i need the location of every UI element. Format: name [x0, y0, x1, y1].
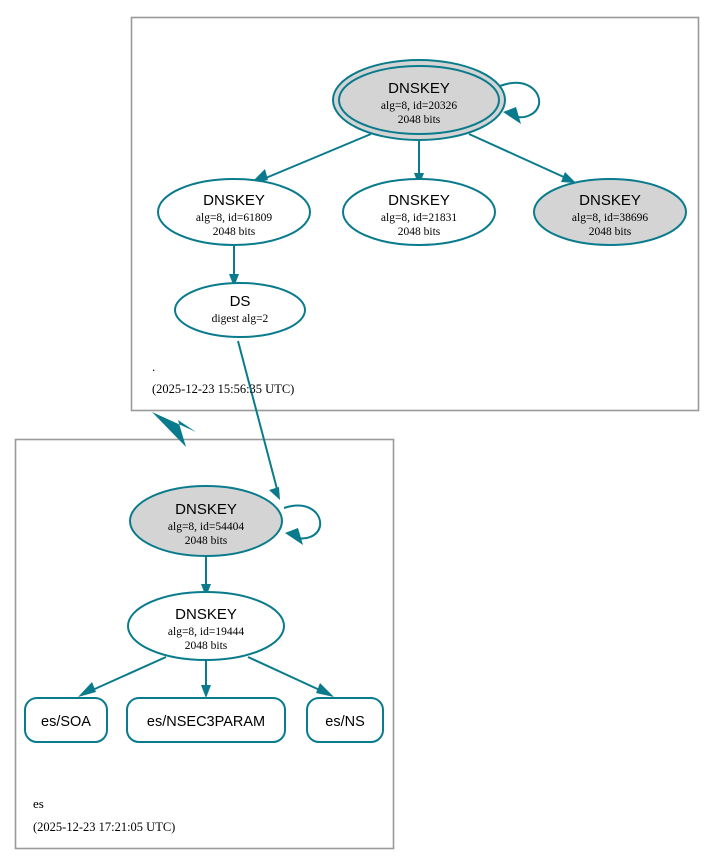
- node-dnskey-38696-bits: 2048 bits: [589, 226, 632, 238]
- edge-ds-to-es-ksk: [237, 340, 280, 500]
- node-root-dnskey-38696[interactable]: DNSKEY alg=8, id=38696 2048 bits: [533, 178, 687, 246]
- node-ds-title: DS: [230, 293, 251, 310]
- node-es-zsk-bits: 2048 bits: [185, 640, 228, 652]
- zone-label-root-timestamp: (2025-12-23 15:56:35 UTC): [152, 382, 294, 396]
- node-dnskey-61809-bits: 2048 bits: [213, 226, 256, 238]
- edge-ksk-to-zsk-38696: [468, 133, 576, 183]
- node-es-ns-label: es/NS: [325, 714, 365, 730]
- node-dnskey-38696-alg: alg=8, id=38696: [572, 212, 648, 224]
- edge-ksk-to-zsk-61809: [250, 133, 372, 184]
- node-es-nsec3param-label: es/NSEC3PARAM: [147, 714, 265, 730]
- node-es-ksk-dnskey-54404[interactable]: DNSKEY alg=8, id=54404 2048 bits: [129, 485, 283, 557]
- node-es-zsk-title: DNSKEY: [175, 606, 237, 623]
- edge-es-zsk-to-nsec3param: [201, 659, 211, 698]
- node-es-ksk-bits: 2048 bits: [185, 535, 228, 547]
- edge-root-ksk-self-loop: [499, 81, 541, 124]
- node-ds-digest: digest alg=2: [212, 313, 269, 325]
- node-es-dnskey-19444[interactable]: DNSKEY alg=8, id=19444 2048 bits: [127, 591, 285, 661]
- edge-zone-delegation-root-to-es: [152, 412, 196, 447]
- zone-label-es-timestamp: (2025-12-23 17:21:05 UTC): [33, 820, 175, 834]
- zone-box-es: [14, 438, 395, 850]
- edge-zsk-61809-to-ds: [229, 243, 239, 287]
- edge-es-zsk-to-soa: [78, 656, 167, 697]
- node-es-zsk-alg: alg=8, id=19444: [168, 626, 244, 638]
- node-root-ksk-title: DNSKEY: [388, 80, 450, 97]
- node-root-ds[interactable]: DS digest alg=2: [174, 282, 306, 338]
- edge-es-ksk-to-es-zsk: [201, 556, 211, 597]
- node-es-soa[interactable]: es/SOA: [24, 697, 108, 743]
- node-dnskey-21831-alg: alg=8, id=21831: [381, 212, 457, 224]
- zone-box-root: [130, 16, 700, 412]
- node-es-nsec3param[interactable]: es/NSEC3PARAM: [126, 697, 286, 743]
- node-es-ns[interactable]: es/NS: [306, 697, 384, 743]
- zone-label-es-name: es: [33, 796, 44, 811]
- node-es-soa-label: es/SOA: [41, 714, 91, 730]
- node-dnskey-21831-bits: 2048 bits: [398, 226, 441, 238]
- edge-es-ksk-self-loop: [283, 504, 322, 545]
- zone-label-root-name: .: [152, 359, 155, 374]
- node-dnskey-38696-title: DNSKEY: [579, 192, 641, 209]
- edge-es-zsk-to-ns: [247, 656, 334, 697]
- node-root-dnskey-21831[interactable]: DNSKEY alg=8, id=21831 2048 bits: [342, 178, 496, 246]
- node-dnskey-21831-title: DNSKEY: [388, 192, 450, 209]
- node-root-dnskey-61809[interactable]: DNSKEY alg=8, id=61809 2048 bits: [157, 178, 311, 246]
- node-root-ksk-alg: alg=8, id=20326: [381, 100, 457, 112]
- node-root-ksk-bits: 2048 bits: [398, 114, 441, 126]
- node-es-ksk-alg: alg=8, id=54404: [168, 521, 244, 533]
- node-dnskey-61809-alg: alg=8, id=61809: [196, 212, 272, 224]
- node-dnskey-61809-title: DNSKEY: [203, 192, 265, 209]
- node-root-ksk-dnskey-20326[interactable]: DNSKEY alg=8, id=20326 2048 bits: [332, 59, 506, 141]
- node-es-ksk-title: DNSKEY: [175, 501, 237, 518]
